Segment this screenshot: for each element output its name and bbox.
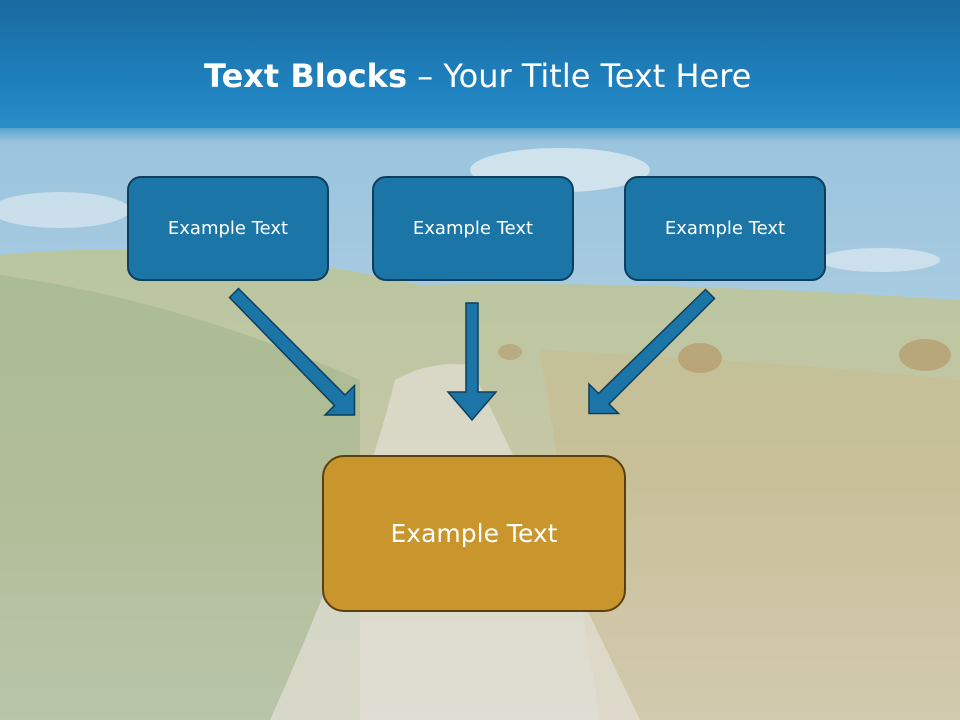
title-dash: –	[407, 57, 444, 95]
slide-title: Text Blocks – Your Title Text Here	[204, 52, 751, 100]
text-block-2-label: Example Text	[412, 218, 534, 239]
title-rest: Your Title Text Here	[443, 57, 752, 95]
title-bold: Text Blocks	[204, 57, 407, 95]
text-block-main[interactable]: Example Text	[322, 455, 626, 612]
arrow-left	[228, 287, 356, 416]
text-block-3[interactable]: Example Text	[624, 176, 826, 281]
arrow-center	[446, 302, 498, 422]
text-block-2[interactable]: Example Text	[372, 176, 574, 281]
text-block-main-label: Example Text	[390, 519, 558, 548]
title-bar-fade	[0, 120, 960, 142]
title-bar	[0, 0, 960, 128]
text-block-1[interactable]: Example Text	[127, 176, 329, 281]
text-block-3-label: Example Text	[664, 218, 786, 239]
text-block-1-label: Example Text	[167, 218, 289, 239]
arrow-right	[588, 288, 716, 415]
